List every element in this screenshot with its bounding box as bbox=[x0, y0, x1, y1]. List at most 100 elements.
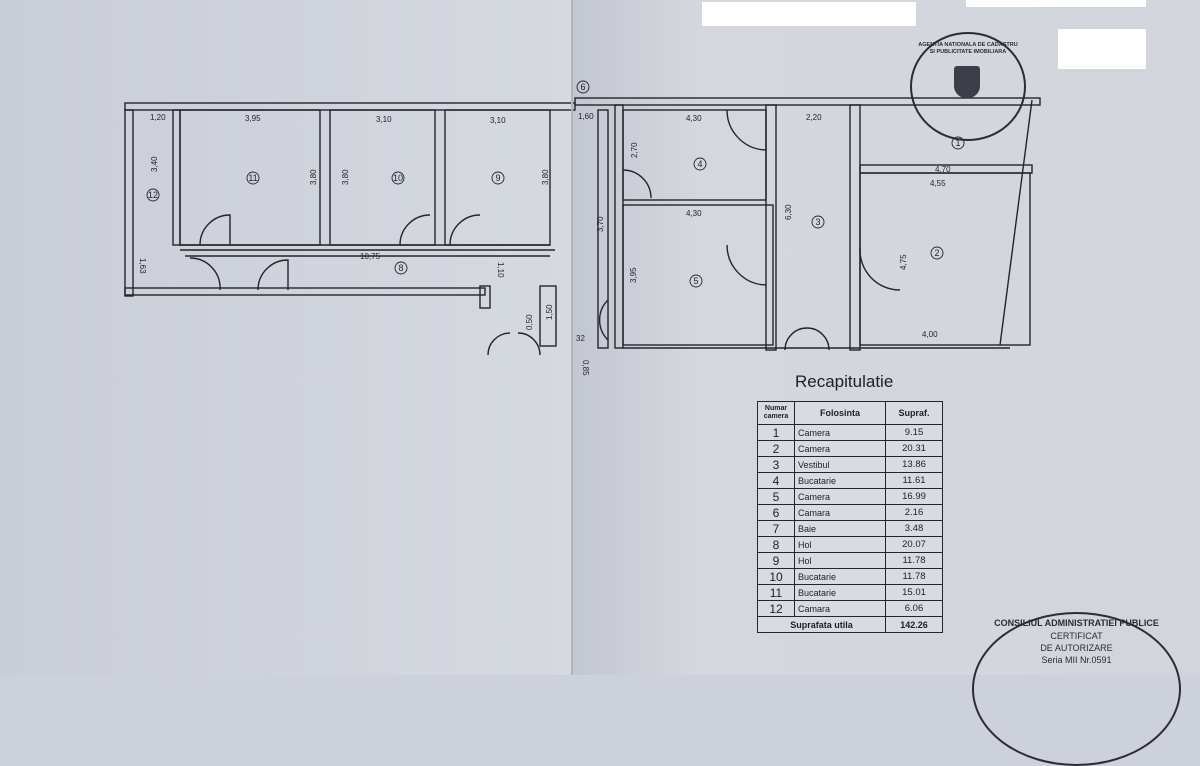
dimension-label: 3,80 bbox=[309, 169, 318, 185]
dimension-label: 0,50 bbox=[525, 314, 534, 330]
room-number-label: 4 bbox=[697, 159, 702, 169]
dimension-label: 6,30 bbox=[784, 204, 793, 220]
header-area: Supraf. bbox=[885, 401, 943, 425]
ancpi-stamp: AGENTIA NATIONALA DE CADASTRU SI PUBLICI… bbox=[910, 32, 1026, 141]
certificate-line: CERTIFICAT bbox=[1050, 631, 1103, 641]
dimension-label: 3,80 bbox=[341, 169, 350, 185]
dimension-label: 4,70 bbox=[935, 165, 951, 174]
room-use: Camera bbox=[794, 440, 886, 457]
dimension-label: 4,30 bbox=[686, 209, 702, 218]
room-use: Bucatarie bbox=[794, 584, 886, 601]
room-use: Camera bbox=[794, 488, 886, 505]
room-number-label: 10 bbox=[393, 173, 403, 183]
room-area: 11.78 bbox=[885, 552, 943, 569]
paper-left-page bbox=[0, 0, 572, 675]
room-number: 1 bbox=[757, 424, 795, 441]
dimension-label: 2,70 bbox=[630, 142, 639, 158]
right-wing-room-numbers: 4 5 3 2 1 6 bbox=[576, 80, 965, 288]
room-use: Camera bbox=[794, 424, 886, 441]
room-number: 5 bbox=[757, 488, 795, 505]
dimension-label: 4,30 bbox=[686, 114, 702, 123]
room-use: Bucatarie bbox=[794, 568, 886, 585]
dimension-label: 3,95 bbox=[629, 267, 638, 283]
room-number-label: 5 bbox=[693, 276, 698, 286]
room-area: 13.86 bbox=[885, 456, 943, 473]
room-number: 7 bbox=[757, 520, 795, 537]
dimension-label: 1,50 bbox=[545, 304, 554, 320]
room-number: 9 bbox=[757, 552, 795, 569]
redaction-box bbox=[702, 2, 916, 26]
dimension-label: 3,10 bbox=[490, 116, 506, 125]
room-area: 2.16 bbox=[885, 504, 943, 521]
room-number: 2 bbox=[757, 440, 795, 457]
certificate-line: DE AUTORIZARE bbox=[1040, 643, 1113, 653]
room-use: Camara bbox=[794, 600, 886, 617]
certificate-line: Seria MII Nr.0591 bbox=[1041, 655, 1112, 665]
left-wing-walls bbox=[124, 102, 576, 356]
header-num: Numar camera bbox=[757, 401, 795, 425]
room-area: 16.99 bbox=[885, 488, 943, 505]
coat-of-arms-icon bbox=[954, 66, 980, 98]
dimension-label: 3,10 bbox=[376, 115, 392, 124]
room-area: 11.61 bbox=[885, 472, 943, 489]
room-number-label: 6 bbox=[580, 82, 585, 92]
certificate-stamp: CONSILIUL ADMINISTRATIEI PUBLICE CERTIFI… bbox=[972, 612, 1181, 766]
room-area: 3.48 bbox=[885, 520, 943, 537]
table-total-row: Suprafata utila 142.26 bbox=[757, 616, 943, 633]
right-wing-walls bbox=[574, 97, 1041, 351]
dimension-label: 3,80 bbox=[541, 169, 550, 185]
dimension-label: 32 bbox=[576, 334, 585, 343]
room-area: 11.78 bbox=[885, 568, 943, 585]
room-number: 8 bbox=[757, 536, 795, 553]
room-number: 4 bbox=[757, 472, 795, 489]
room-use: Hol bbox=[794, 536, 886, 553]
room-use: Vestibul bbox=[794, 456, 886, 473]
room-area: 6.06 bbox=[885, 600, 943, 617]
dimension-label: 1,20 bbox=[150, 113, 166, 122]
room-number: 11 bbox=[757, 584, 795, 601]
room-use: Baie bbox=[794, 520, 886, 537]
room-number-label: 12 bbox=[148, 190, 158, 200]
room-number-label: 9 bbox=[495, 173, 500, 183]
floor-plan: 1,20 3,95 3,10 3,10 3,40 3,80 3,80 3,80 … bbox=[124, 0, 1041, 675]
dimension-label: 4,75 bbox=[899, 254, 908, 270]
right-wing-dimensions: 1,60 4,30 2,20 2,70 3,70 4,30 3,95 6,30 … bbox=[576, 112, 951, 376]
dimension-label: 3,70 bbox=[596, 216, 605, 232]
dimension-label: 4,00 bbox=[922, 330, 938, 339]
room-number: 6 bbox=[757, 504, 795, 521]
room-area: 20.31 bbox=[885, 440, 943, 457]
room-number-label: 2 bbox=[934, 248, 939, 258]
room-number: 3 bbox=[757, 456, 795, 473]
room-number-label: 1 bbox=[955, 138, 960, 148]
room-use: Camara bbox=[794, 504, 886, 521]
room-area: 20.07 bbox=[885, 536, 943, 553]
room-area: 9.15 bbox=[885, 424, 943, 441]
total-label: Suprafata utila bbox=[757, 616, 886, 633]
room-use: Hol bbox=[794, 552, 886, 569]
room-number-label: 11 bbox=[248, 173, 257, 183]
dimension-label: 1,60 bbox=[578, 112, 594, 121]
certificate-ring-text: CONSILIUL ADMINISTRATIEI PUBLICE bbox=[994, 618, 1159, 628]
dimension-label: 3,95 bbox=[245, 114, 261, 123]
dimension-label: 10,75 bbox=[360, 252, 381, 261]
table-header-row: Numar camera Folosinta Supraf. bbox=[757, 401, 943, 425]
dimension-label: 1,63 bbox=[138, 258, 147, 274]
dimension-label: 4,55 bbox=[930, 179, 946, 188]
room-number-label: 3 bbox=[815, 217, 820, 227]
left-wing-dimensions: 1,20 3,95 3,10 3,10 3,40 3,80 3,80 3,80 … bbox=[138, 113, 554, 330]
recap-title: Recapitulatie bbox=[795, 372, 894, 391]
room-number: 12 bbox=[757, 600, 795, 617]
room-number: 10 bbox=[757, 568, 795, 585]
left-wing-room-numbers: 11 10 9 12 8 bbox=[146, 171, 505, 275]
